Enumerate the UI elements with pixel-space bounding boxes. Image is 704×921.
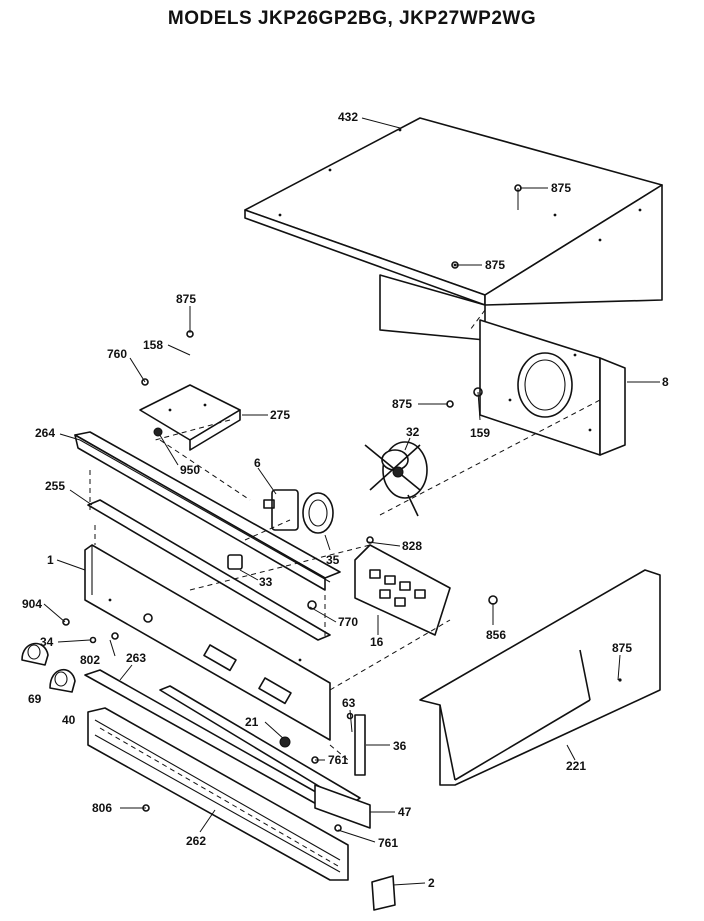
part-label: 761 <box>328 753 348 767</box>
part-label: 36 <box>393 739 407 753</box>
fan-motor-32 <box>364 441 428 517</box>
control-panel-1 <box>84 544 331 741</box>
bracket-2 <box>371 875 396 911</box>
part-label: 63 <box>342 696 356 710</box>
top-cover-432 <box>244 117 663 341</box>
trim-47 <box>314 784 371 829</box>
vent-grille-262 <box>87 707 349 881</box>
diagram-title: MODELS JKP26GP2BG, JKP27WP2WG <box>167 8 537 29</box>
part-label: 1 <box>47 553 54 567</box>
part-label: 806 <box>92 801 112 815</box>
part-label: 159 <box>470 426 490 440</box>
part-label: 760 <box>107 347 127 361</box>
convection-panel-8 <box>479 319 626 456</box>
bar-36 <box>354 714 366 776</box>
part-label: 16 <box>370 635 384 649</box>
part-label: 221 <box>566 759 586 773</box>
part-label: 770 <box>338 615 358 629</box>
part-label: 264 <box>35 426 55 440</box>
assembly-lines <box>89 309 601 761</box>
part-label: 875 <box>551 181 571 195</box>
part-label: 40 <box>62 713 76 727</box>
part-label: 6 <box>254 456 261 470</box>
part-label: 8 <box>662 375 669 389</box>
part-label: 904 <box>22 597 42 611</box>
part-label: 47 <box>398 805 412 819</box>
strip-255 <box>87 499 331 641</box>
part-label: 828 <box>402 539 422 553</box>
fasteners <box>62 184 522 832</box>
part-label: 802 <box>80 653 100 667</box>
part-label: 21 <box>245 715 259 729</box>
part-label: 432 <box>338 110 358 124</box>
clock-timer-6 <box>263 489 334 534</box>
part-label: 875 <box>485 258 505 272</box>
part-label: 761 <box>378 836 398 850</box>
part-label: 875 <box>612 641 632 655</box>
part-label: 275 <box>270 408 290 422</box>
part-label: 32 <box>406 425 420 439</box>
clock-bracket-275 <box>139 384 241 451</box>
side-panel-221 <box>419 569 661 786</box>
electronic-control-16 <box>354 544 451 636</box>
knob-69 <box>21 642 49 666</box>
part-label: 875 <box>176 292 196 306</box>
part-label: 950 <box>180 463 200 477</box>
relay-33 <box>227 554 243 570</box>
part-labels: 432 875 875 875 158 760 275 264 950 875 … <box>22 110 669 890</box>
part-label: 875 <box>392 397 412 411</box>
part-label: 856 <box>486 628 506 642</box>
part-label: 262 <box>186 834 206 848</box>
part-label: 2 <box>428 876 435 890</box>
part-label: 158 <box>143 338 163 352</box>
panel-263 <box>84 669 361 807</box>
part-label: 33 <box>259 575 273 589</box>
trim-rail-264 <box>74 431 341 591</box>
part-label: 69 <box>28 692 42 706</box>
part-label: 35 <box>326 553 340 567</box>
part-label: 263 <box>126 651 146 665</box>
knob-40 <box>49 669 76 693</box>
part-label: 34 <box>40 635 54 649</box>
part-label: 255 <box>45 479 65 493</box>
